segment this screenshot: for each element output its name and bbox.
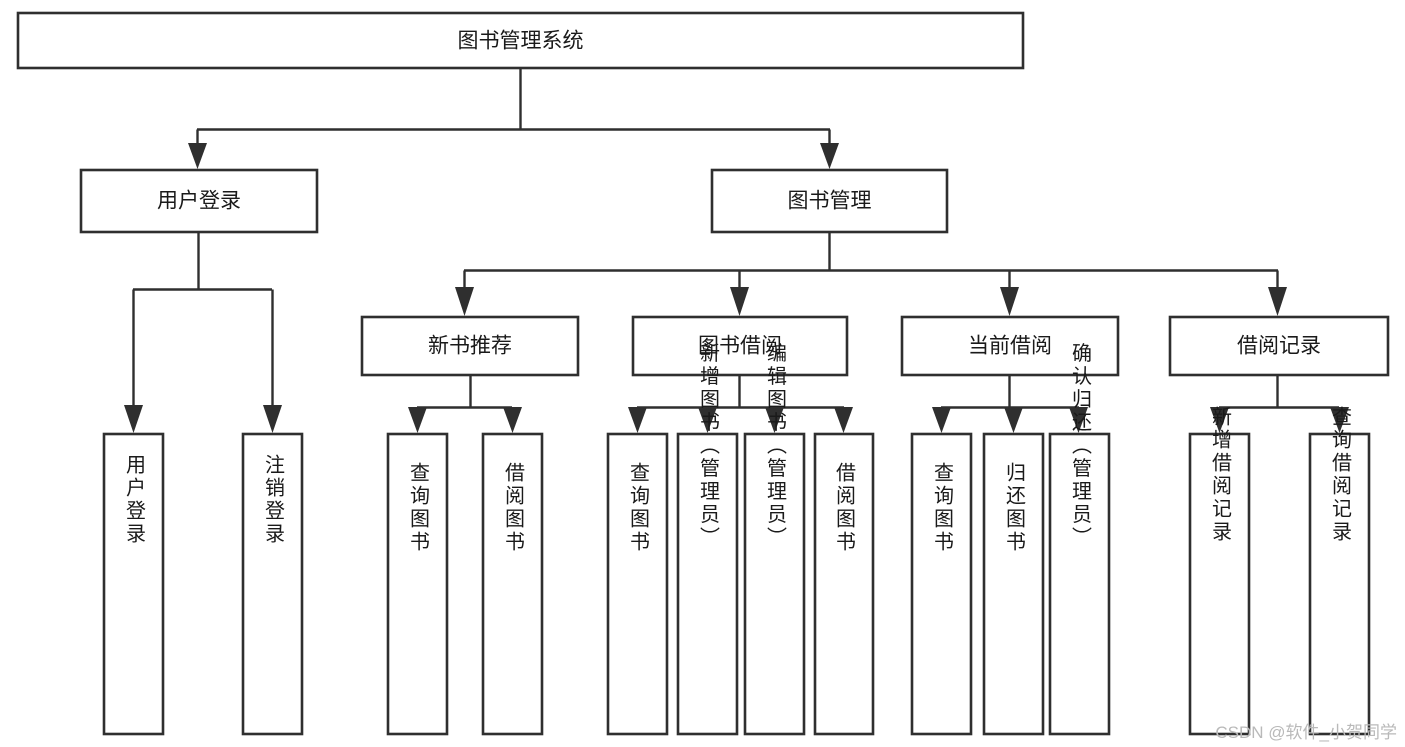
- arrow-head-bb-query: [628, 407, 647, 433]
- arrow-head-bb-borrow: [834, 407, 853, 433]
- leaf-bb-edit-book-admin-label: 编辑图书（管理员）: [764, 342, 787, 549]
- leaf-br-add-record[interactable]: 新增借阅记录: [1188, 406, 1251, 736]
- leaf-logout-box: [241, 432, 304, 736]
- leaf-br-add-record-label: 新增借阅记录: [1209, 406, 1232, 544]
- leaf-cb-return-book[interactable]: 归还图书: [982, 432, 1045, 736]
- arrow-head-bb-edit: [765, 407, 784, 433]
- node-root-box: [16, 11, 1025, 70]
- arrow-head-nb-query: [408, 407, 427, 433]
- node-borrow-record-box: [1168, 315, 1390, 377]
- csdn-watermark: CSDN @软件_小贺同学: [1215, 723, 1397, 742]
- arrow-head-br-query: [1330, 407, 1349, 433]
- leaf-bb-borrow-book-label: 借阅图书: [833, 462, 856, 554]
- arrow-head-leaf-user-login: [124, 405, 143, 433]
- arrow-head-borrow-record: [1268, 287, 1287, 316]
- leaf-nb-borrow-book[interactable]: 借阅图书: [481, 432, 544, 736]
- arrow-head-cb-query: [932, 407, 951, 433]
- node-root-book-management-system[interactable]: 图书管理系统: [16, 11, 1025, 70]
- arrow-head-book-manage: [820, 143, 839, 169]
- leaf-user-login-box: [102, 432, 165, 736]
- node-current-borrow-label: 当前借阅: [968, 335, 1052, 358]
- leaf-bb-query-book-box: [606, 432, 669, 736]
- leaf-nb-query-book[interactable]: 查询图书: [386, 432, 449, 736]
- node-new-book-recommend-box: [360, 315, 580, 377]
- leaf-cb-confirm-return-admin-label: 确认归还（管理员）: [1069, 342, 1092, 549]
- leaf-nb-borrow-book-box: [481, 432, 544, 736]
- node-new-book-recommend[interactable]: 新书推荐: [360, 315, 580, 377]
- node-current-borrow-box: [900, 315, 1120, 377]
- leaf-br-add-record-box: [1188, 432, 1251, 736]
- leaf-cb-confirm-return-admin[interactable]: 确认归还（管理员）: [1048, 342, 1111, 736]
- node-book-management[interactable]: 图书管理: [710, 168, 949, 234]
- node-book-borrow[interactable]: 图书借阅: [631, 315, 849, 377]
- leaf-bb-add-book-admin-label: 新增图书（管理员）: [697, 342, 720, 549]
- node-new-book-recommend-label: 新书推荐: [428, 335, 512, 358]
- node-book-borrow-box: [631, 315, 849, 377]
- leaf-bb-add-book-admin[interactable]: 新增图书（管理员）: [676, 342, 739, 736]
- leaf-nb-query-book-box: [386, 432, 449, 736]
- leaf-nb-query-book-label: 查询图书: [407, 462, 430, 554]
- arrow-head-nb-borrow: [503, 407, 522, 433]
- node-root-label: 图书管理系统: [458, 30, 584, 53]
- leaf-cb-confirm-return-admin-box: [1048, 432, 1111, 736]
- arrow-head-current-borrow: [1000, 287, 1019, 316]
- leaf-user-login[interactable]: 用户登录: [102, 432, 165, 736]
- node-user-login[interactable]: 用户登录: [79, 168, 319, 234]
- leaf-bb-add-book-admin-box: [676, 432, 739, 736]
- leaf-bb-borrow-book[interactable]: 借阅图书: [813, 432, 875, 736]
- arrow-head-cb-return: [1004, 407, 1023, 433]
- leaf-br-query-record-label: 查询借阅记录: [1329, 406, 1352, 544]
- arrow-head-borrow: [730, 287, 749, 316]
- node-user-login-label: 用户登录: [157, 190, 241, 213]
- arrow-head-bb-add: [698, 407, 717, 433]
- connector-current-borrow-to-leaves: [932, 375, 1088, 433]
- leaf-bb-query-book-label: 查询图书: [627, 462, 650, 554]
- connector-new-book-to-leaves: [408, 375, 522, 433]
- connector-borrow-record-to-leaves: [1210, 375, 1349, 433]
- connector-book-manage-to-level3: [455, 232, 1287, 316]
- node-book-borrow-label: 图书借阅: [698, 335, 782, 358]
- leaf-cb-return-book-box: [982, 432, 1045, 736]
- node-borrow-record[interactable]: 借阅记录: [1168, 315, 1390, 377]
- leaf-bb-borrow-book-box: [813, 432, 875, 736]
- leaf-bb-edit-book-admin[interactable]: 编辑图书（管理员）: [743, 342, 806, 736]
- leaf-cb-query-book-box: [910, 432, 973, 736]
- leaf-bb-edit-book-admin-box: [743, 432, 806, 736]
- leaf-user-login-label: 用户登录: [123, 454, 146, 546]
- leaf-br-query-record-box: [1308, 432, 1371, 736]
- leaf-cb-query-book[interactable]: 查询图书: [910, 432, 973, 736]
- arrow-head-user-login: [188, 143, 207, 169]
- leaf-nb-borrow-book-label: 借阅图书: [502, 462, 525, 554]
- node-borrow-record-label: 借阅记录: [1237, 335, 1321, 358]
- arrow-head-cb-confirm: [1069, 407, 1088, 433]
- leaf-logout-label: 注销登录: [262, 454, 285, 546]
- connector-book-borrow-to-leaves: [628, 375, 853, 433]
- leaf-logout[interactable]: 注销登录: [241, 432, 304, 736]
- node-book-management-box: [710, 168, 949, 234]
- leaf-cb-return-book-label: 归还图书: [1003, 462, 1026, 554]
- leaf-bb-query-book[interactable]: 查询图书: [606, 432, 669, 736]
- leaf-br-query-record[interactable]: 查询借阅记录: [1308, 406, 1371, 736]
- leaf-cb-query-book-label: 查询图书: [931, 462, 954, 554]
- arrow-head-leaf-logout: [263, 405, 282, 433]
- node-user-login-box: [79, 168, 319, 234]
- node-current-borrow[interactable]: 当前借阅: [900, 315, 1120, 377]
- arrow-head-br-add: [1210, 407, 1229, 433]
- connector-root-to-level2: [188, 68, 839, 169]
- node-book-management-label: 图书管理: [788, 190, 872, 213]
- connector-user-login-to-leaves: [124, 232, 282, 433]
- arrow-head-new-book: [455, 287, 474, 316]
